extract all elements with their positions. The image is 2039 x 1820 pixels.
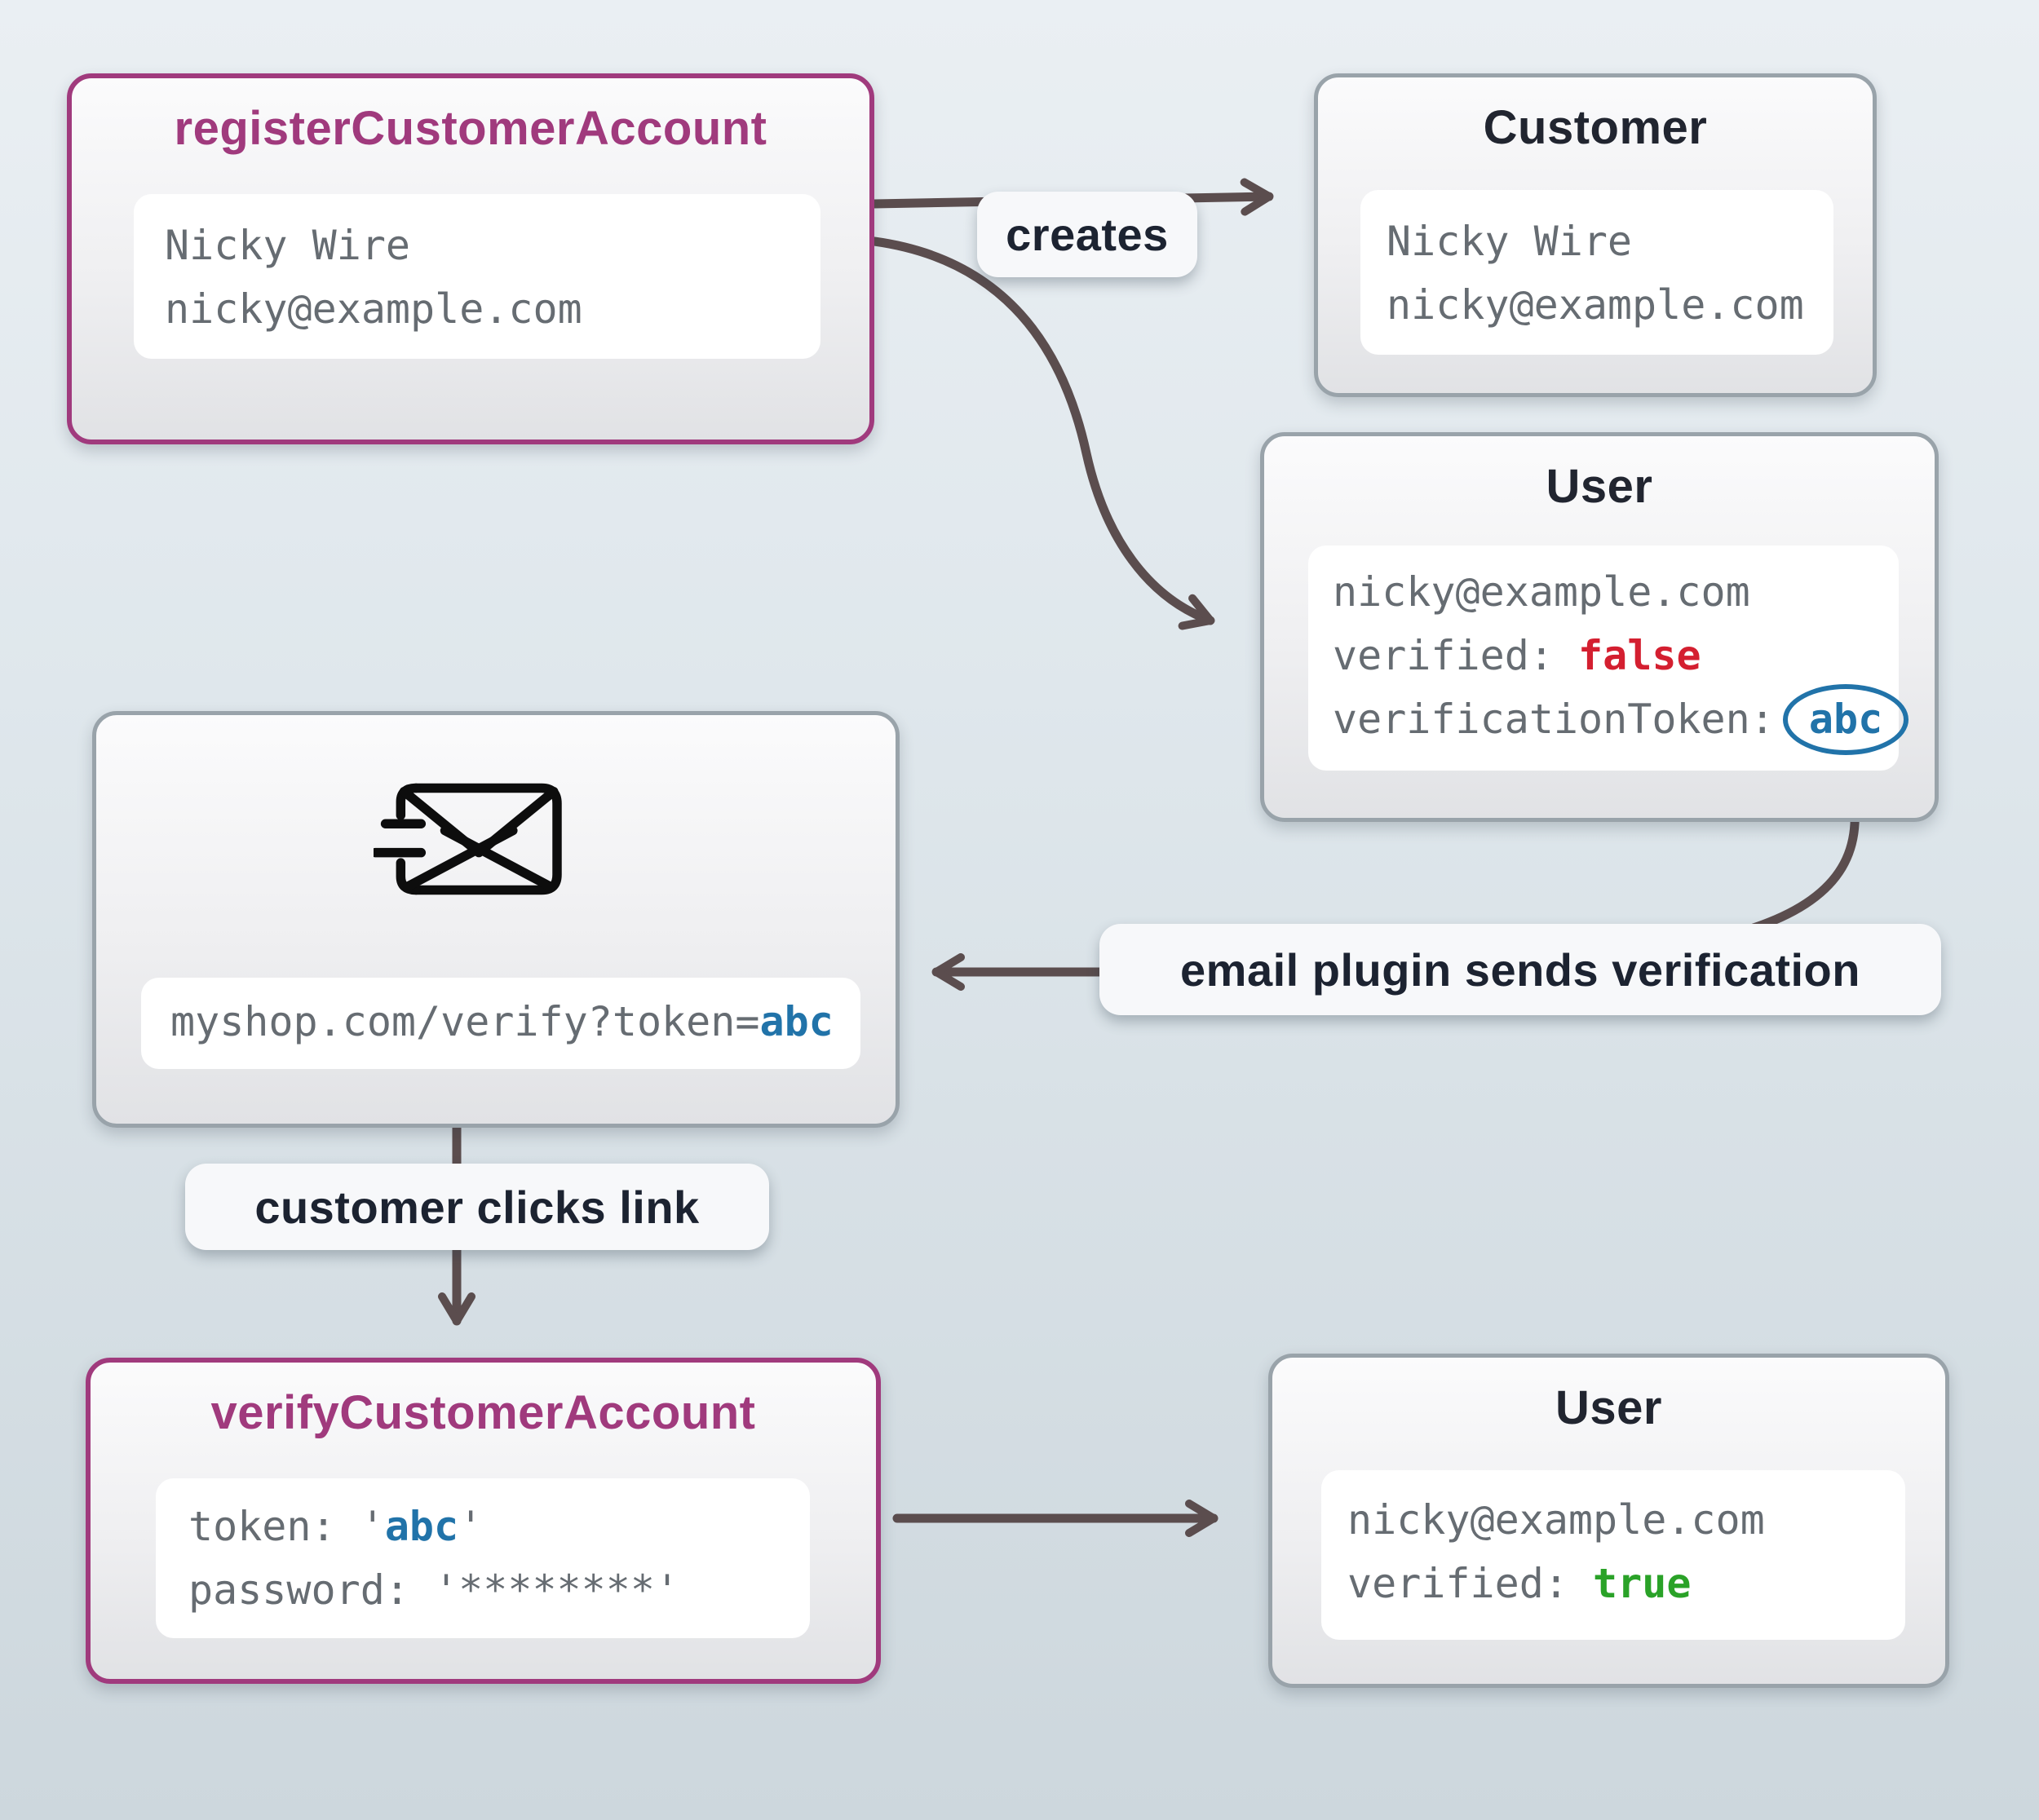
verification-link: myshop.com/verify?token=abc <box>170 990 860 1054</box>
verify-box-title: verifyCustomerAccount <box>210 1386 756 1439</box>
verification-link-field: myshop.com/verify?token=abc <box>141 978 860 1069</box>
verified-true-value: true <box>1593 1560 1692 1607</box>
verify-customer-account-box: verifyCustomerAccount token: 'abc' passw… <box>86 1358 881 1684</box>
token-key: token: ' <box>188 1503 385 1550</box>
user-box-fields: nicky@example.com verified: false verifi… <box>1308 546 1909 771</box>
token-close-quote: ' <box>458 1503 484 1550</box>
creates-label: creates <box>977 192 1197 277</box>
register-box-fields: Nicky Wire nicky@example.com <box>134 194 820 359</box>
token-value: abc <box>384 1503 459 1550</box>
token-row: token: 'abc' <box>188 1495 810 1558</box>
mail-send-icon <box>374 783 562 895</box>
user-email-value: nicky@example.com <box>1333 568 1750 616</box>
customer-entity-box: Customer Nicky Wire nicky@example.com <box>1314 73 1877 397</box>
register-customer-account-box: registerCustomerAccount Nicky Wire nicky… <box>67 73 874 444</box>
verified-false-value: false <box>1578 632 1701 679</box>
verification-email-box: myshop.com/verify?token=abc <box>92 711 900 1128</box>
link-token-value: abc <box>759 998 834 1045</box>
customer-email-value: nicky@example.com <box>165 285 582 333</box>
verified-key: verified: <box>1333 632 1579 679</box>
link-url-prefix: myshop.com/verify?token= <box>170 998 760 1045</box>
password-row: password: '********' <box>188 1558 810 1622</box>
customer-clicks-link-label: customer clicks link <box>185 1164 769 1250</box>
user-box-fields: nicky@example.com verified: true <box>1321 1470 1905 1640</box>
customer-box-fields: Nicky Wire nicky@example.com <box>1360 190 1833 355</box>
verified-key: verified: <box>1347 1560 1594 1607</box>
user-email-value: nicky@example.com <box>1347 1496 1765 1544</box>
password-key: password: <box>188 1566 435 1614</box>
user-entity-box-unverified: User nicky@example.com verified: false v… <box>1260 432 1939 822</box>
email-plugin-sends-verification-label: email plugin sends verification <box>1099 924 1941 1015</box>
verification-token-key: verificationToken: <box>1333 696 1775 743</box>
user-entity-box-verified: User nicky@example.com verified: true <box>1268 1354 1949 1688</box>
customer-email-value: nicky@example.com <box>1387 281 1804 329</box>
user-box-title: User <box>1546 460 1653 513</box>
verify-box-fields: token: 'abc' password: '********' <box>156 1478 810 1638</box>
password-value: '********' <box>434 1566 680 1614</box>
user-verified-row: verified: false <box>1333 624 1899 687</box>
token-highlight-circle: abc <box>1782 684 1909 755</box>
arrow-register-to-user <box>869 236 1215 630</box>
customer-name-value: Nicky Wire <box>165 222 411 269</box>
user-verified-row: verified: true <box>1347 1552 1905 1615</box>
customer-name-value: Nicky Wire <box>1387 218 1633 265</box>
register-box-title: registerCustomerAccount <box>174 102 767 155</box>
customer-box-title: Customer <box>1483 101 1708 154</box>
user-box-title: User <box>1555 1381 1662 1434</box>
user-token-row: verificationToken:abc <box>1333 684 1909 755</box>
